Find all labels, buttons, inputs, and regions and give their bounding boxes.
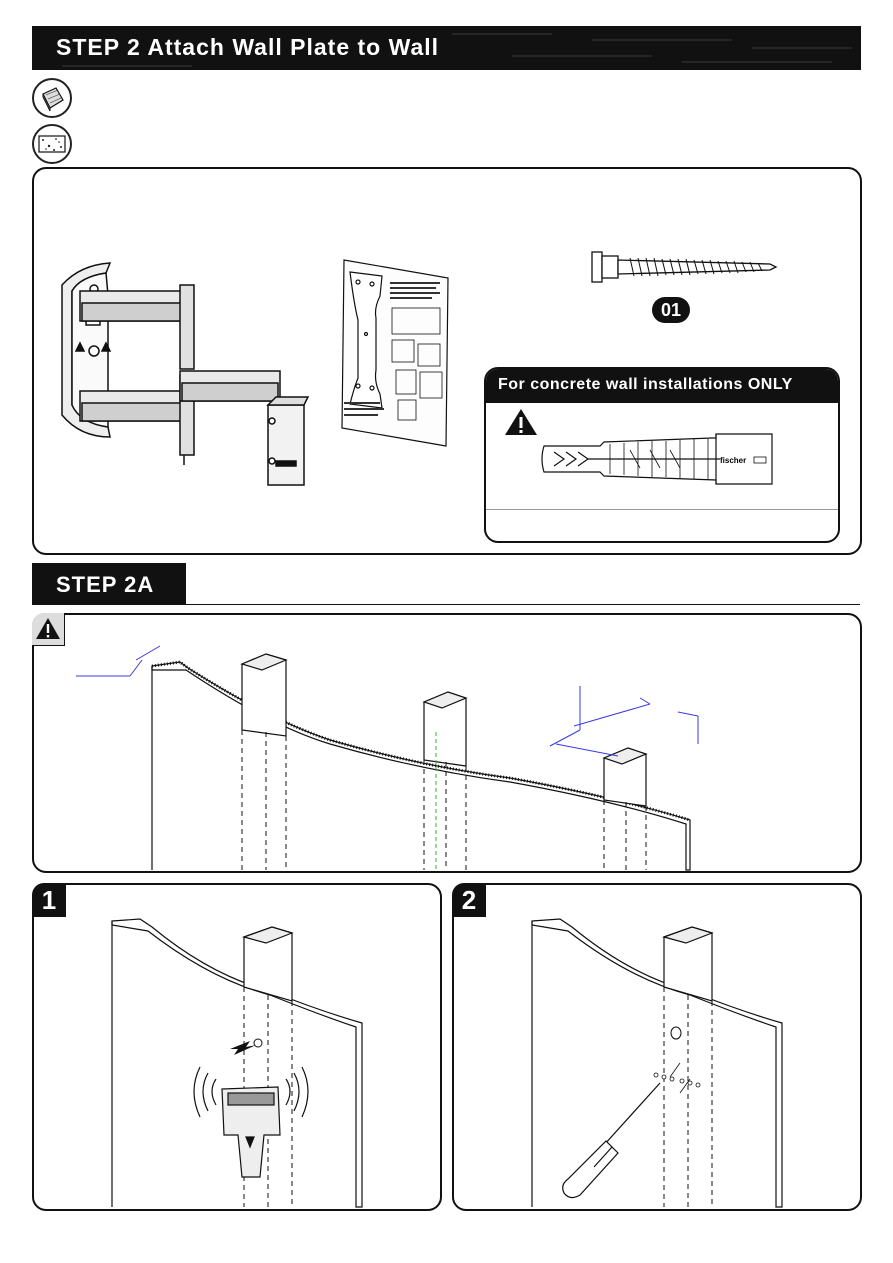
step-2a-title: STEP 2A [56,572,155,597]
concrete-wall-icon [32,124,72,164]
wall-mount-arm-illustration [61,262,310,486]
sub-step-2-badge: 2 [452,883,486,917]
step-2a-banner: STEP 2A [32,563,186,605]
step-2-banner: STEP 2 Attach Wall Plate to Wall [32,26,861,70]
drywall-studs-diagram [76,645,699,871]
part-label-01-text: 01 [660,299,682,320]
lag-screw-illustration [591,251,778,283]
part-label-01: 01 [652,297,690,323]
sub-step-1-badge: 1 [32,883,66,917]
concrete-block-glyph [38,135,66,153]
step-2a-rule [186,604,860,605]
sub-step-1-number: 1 [41,884,57,915]
sub-step-2-panel [452,883,862,1211]
anchor-brand-label: fischer [720,456,746,465]
wall-anchor-plug-illustration: fischer [541,433,773,485]
awl-marking-diagram [531,918,783,1208]
concrete-box-divider [486,509,838,510]
warning-icon [36,618,60,639]
wood-stud-wall-icon [32,78,72,118]
concrete-box-header: For concrete wall installations ONLY [486,369,838,403]
page-title: STEP 2 Attach Wall Plate to Wall [56,34,440,60]
concrete-box-title: For concrete wall installations ONLY [498,376,793,393]
wall-template-sheet-illustration [341,259,449,447]
warning-corner-badge [32,613,65,646]
sub-step-2-number: 2 [461,884,477,915]
banner-texture [62,33,852,67]
stud-finder-diagram [111,918,363,1208]
warning-triangle-icon [505,409,537,435]
wood-block-glyph [42,87,64,112]
